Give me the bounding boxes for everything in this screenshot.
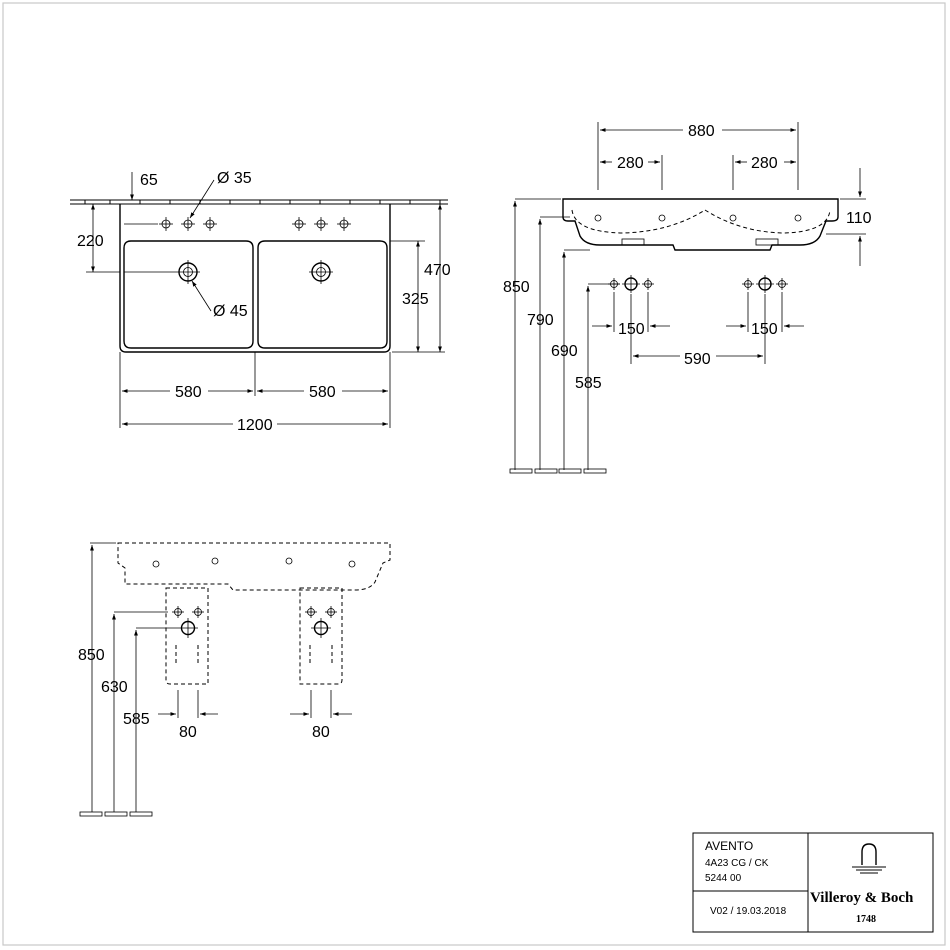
left-bowl (123, 240, 254, 349)
dim-585-wall-label: 585 (123, 711, 150, 728)
title-block: AVENTO 4A23 CG / CK 5244 00 V02 / 19.03.… (692, 832, 934, 933)
dim-65-label: 65 (140, 172, 158, 189)
dim-dia35-label: Ø 35 (217, 170, 252, 187)
dim-850-front-label: 850 (503, 279, 530, 296)
dim-790-label: 790 (527, 312, 554, 329)
brand-name: Villeroy & Boch (810, 890, 914, 906)
basin-outline-top (119, 204, 391, 353)
dim-690-label: 690 (551, 343, 578, 360)
product-number: 5244 00 (705, 873, 742, 884)
dim-580-right-label: 580 (309, 384, 336, 401)
top-view: 65 Ø 35 220 Ø 45 470 325 580 580 (70, 170, 451, 434)
dim-590-label: 590 (684, 351, 711, 368)
tap-holes-right (292, 217, 351, 231)
left-pedestal (165, 587, 209, 685)
dim-630-label: 630 (101, 679, 128, 696)
left-drain (176, 260, 200, 284)
brand-year: 1748 (856, 914, 876, 925)
product-name: AVENTO (705, 839, 753, 853)
dim-470-label: 470 (424, 262, 451, 279)
dim-80-right-label: 80 (312, 724, 330, 741)
front-view: 880 280 280 110 850 790 690 585 (503, 122, 872, 474)
basin-outline-front (562, 198, 839, 251)
dim-580-left-label: 580 (175, 384, 202, 401)
dim-110-label: 110 (846, 210, 872, 227)
dim-880-label: 880 (688, 123, 715, 140)
dim-1200-label: 1200 (237, 417, 273, 434)
right-pedestal (299, 587, 343, 685)
product-code: 4A23 CG / CK (705, 858, 769, 869)
dim-585-front-label: 585 (575, 375, 602, 392)
basin-outline-dashed (117, 542, 391, 591)
dim-220-label: 220 (77, 233, 104, 250)
brand-fountain-icon (852, 843, 886, 874)
dim-80-left-label: 80 (179, 724, 197, 741)
right-drain (309, 260, 333, 284)
dim-850-wall-label: 850 (78, 647, 105, 664)
version-date: V02 / 19.03.2018 (710, 906, 787, 917)
wall-hatch (84, 200, 441, 204)
dim-150-right-label: 150 (751, 321, 778, 338)
dim-280-left-label: 280 (617, 155, 644, 172)
supply-fittings-right (742, 275, 788, 293)
tap-holes-left (159, 217, 217, 231)
wall-view: 850 630 585 80 80 (78, 542, 391, 817)
dim-dia45-label: Ø 45 (213, 303, 248, 320)
supply-fittings-left (608, 275, 654, 293)
dim-280-right-label: 280 (751, 155, 778, 172)
dim-325-label: 325 (402, 291, 429, 308)
right-bowl (257, 240, 388, 349)
